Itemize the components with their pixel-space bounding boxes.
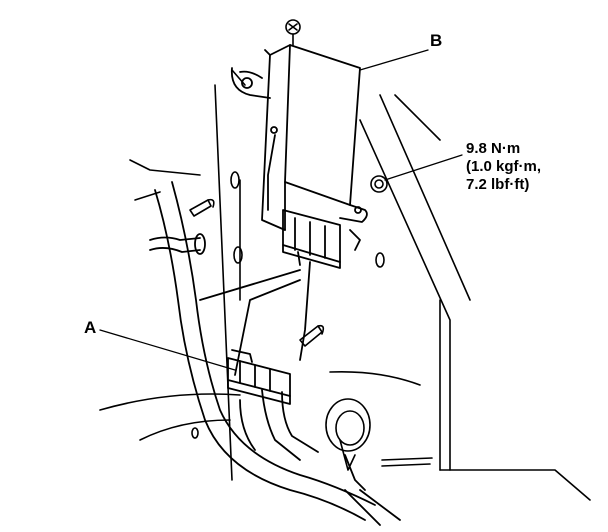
torque-spec-line-2: (1.0 kgf·m, [466,158,541,175]
wiring-harness [149,181,401,526]
label-a: A [84,318,96,337]
leader-line-b [359,49,429,71]
body-panel [99,69,591,501]
right-nut [370,175,388,193]
grommet [325,398,433,471]
leader-line-torque [384,154,463,181]
label-b: B [430,31,442,50]
control-unit-b [230,44,368,269]
leader-line-a [99,329,236,371]
upper-bolt [285,19,301,46]
left-screw [189,198,215,217]
connector-a [227,349,291,405]
torque-spec-line-3: 7.2 lbf·ft) [466,176,529,193]
torque-spec-line-1: 9.8 N·m [466,140,520,157]
